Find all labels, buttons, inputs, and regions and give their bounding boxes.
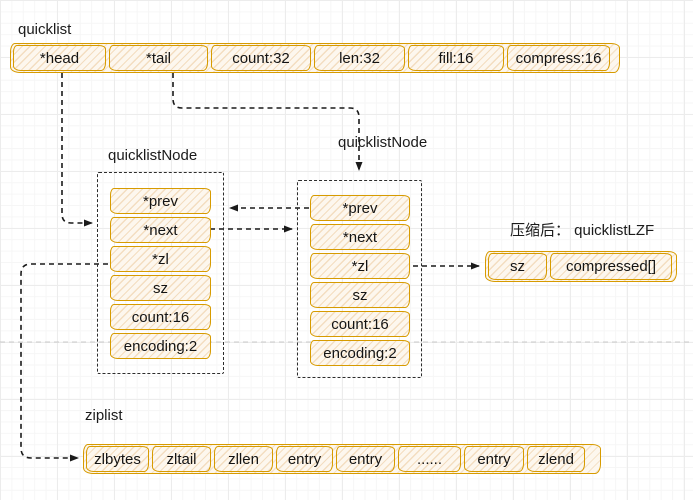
ziplist-cell-zltail: zltail	[152, 446, 211, 472]
ziplist-cell-zlbytes: zlbytes	[86, 446, 149, 472]
quicklist-struct-row: *head *tail count:32 len:32 fill:16 comp…	[10, 43, 620, 73]
quicklist-cell-len: len:32	[314, 45, 405, 71]
lzf-cell-compressed: compressed[]	[550, 253, 672, 280]
arrow-head-to-node1	[61, 73, 93, 227]
node1-cell-next: *next	[110, 217, 211, 243]
node2-cell-count: count:16	[310, 311, 410, 337]
arrow-tail-to-node2	[172, 73, 363, 171]
quicklist-label: quicklist	[18, 21, 72, 38]
lzf-struct-row: sz compressed[]	[485, 251, 677, 282]
node1-label: quicklistNode	[108, 147, 198, 164]
node1-cell-sz: sz	[110, 275, 211, 301]
node1-cell-encoding: encoding:2	[110, 333, 211, 359]
ziplist-cell-entry-2: entry	[336, 446, 395, 472]
node1-cell-prev: *prev	[110, 188, 211, 214]
ziplist-struct-row: zlbytes zltail zllen entry entry ...... …	[83, 444, 601, 474]
ziplist-cell-entry-1: entry	[276, 446, 333, 472]
quicklist-cell-count: count:32	[211, 45, 311, 71]
quicklist-cell-tail: *tail	[109, 45, 208, 71]
quicklist-cell-head: *head	[13, 45, 106, 71]
lzf-label: 压缩后： quicklistLZF	[510, 222, 655, 239]
node2-cell-prev: *prev	[310, 195, 410, 221]
quicklist-cell-fill: fill:16	[408, 45, 504, 71]
quicklist-cell-compress: compress:16	[507, 45, 610, 71]
lzf-cell-sz: sz	[488, 253, 547, 280]
node2-label: quicklistNode	[338, 134, 428, 151]
ziplist-cell-ellipsis: ......	[398, 446, 461, 472]
ziplist-cell-entry-3: entry	[464, 446, 524, 472]
node2-cell-next: *next	[310, 224, 410, 250]
ziplist-label: ziplist	[85, 407, 123, 424]
ziplist-cell-zlend: zlend	[527, 446, 585, 472]
node2-container: *prev *next *zl sz count:16 encoding:2	[297, 180, 422, 378]
ziplist-cell-zllen: zllen	[214, 446, 273, 472]
node2-cell-zl: *zl	[310, 253, 410, 279]
node1-cell-zl: *zl	[110, 246, 211, 272]
node2-cell-sz: sz	[310, 282, 410, 308]
node2-cell-encoding: encoding:2	[310, 340, 410, 366]
node1-container: *prev *next *zl sz count:16 encoding:2	[97, 172, 224, 374]
node1-cell-count: count:16	[110, 304, 211, 330]
arrow-node1-zl-to-ziplist	[20, 263, 108, 462]
